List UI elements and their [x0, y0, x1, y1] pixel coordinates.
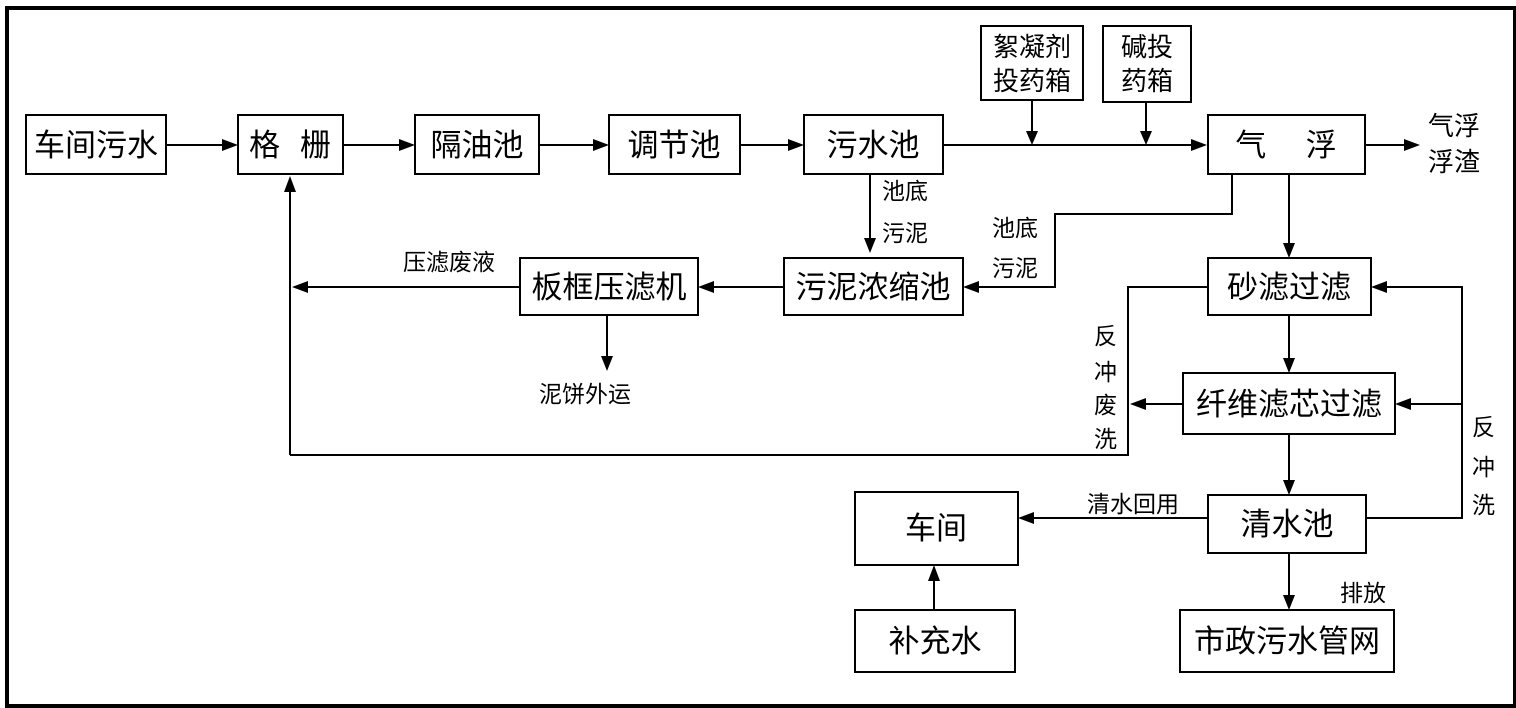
node-sludge-thickener-label: 污泥浓缩池: [796, 270, 951, 306]
node-makeup-water-label: 补充水: [889, 624, 982, 660]
node-filter-press: 板框压滤机: [519, 257, 699, 316]
label-flotation-scum-line1: 气浮: [1428, 112, 1480, 142]
label-bottom-sludge-b-line2: 污泥: [992, 256, 1038, 282]
node-oil-separator-label: 隔油池: [431, 128, 524, 164]
node-workshop-wastewater-label: 车间污水: [34, 128, 158, 164]
label-backwash-3: 洗: [1472, 493, 1495, 519]
label-cake-transport: 泥饼外运: [539, 382, 631, 408]
node-sewage-tank-label: 污水池: [827, 128, 920, 164]
label-bottom-sludge-b-line1: 池底: [992, 216, 1038, 242]
node-sand-filter-label: 砂滤过滤: [1227, 270, 1351, 306]
node-workshop: 车间: [854, 491, 1019, 566]
node-alkali-line1: 碱投: [1121, 33, 1173, 63]
node-sludge-thickener: 污泥浓缩池: [783, 257, 964, 316]
diagram-frame: [5, 6, 1516, 708]
label-bottom-sludge-a-line1: 池底: [882, 179, 928, 205]
node-workshop-wastewater: 车间污水: [25, 114, 167, 175]
node-municipal-sewer-label: 市政污水管网: [1194, 624, 1380, 660]
label-bottom-sludge-a-line2: 污泥: [882, 221, 928, 247]
node-oil-separator: 隔油池: [414, 114, 540, 175]
node-flocculant-dosing-box: 絮凝剂 投药箱: [980, 25, 1084, 101]
node-sewage-tank: 污水池: [803, 114, 944, 175]
node-makeup-water: 补充水: [854, 609, 1016, 673]
label-reuse: 清水回用: [1087, 492, 1179, 518]
node-flocculant-line1: 絮凝剂: [993, 33, 1071, 63]
node-grille-label: 格 栅: [249, 128, 331, 164]
node-air-flotation: 气 浮: [1207, 114, 1366, 175]
node-sand-filter: 砂滤过滤: [1207, 257, 1372, 316]
label-backwash-waste-4: 洗: [1094, 427, 1117, 453]
label-discharge: 排放: [1340, 581, 1386, 607]
node-municipal-sewer: 市政污水管网: [1179, 609, 1395, 673]
node-alkali-dosing-box: 碱投 药箱: [1102, 25, 1192, 103]
node-clear-water-tank-label: 清水池: [1241, 507, 1334, 543]
connectors: [166, 100, 1463, 610]
node-flocculant-line2: 投药箱: [993, 67, 1071, 97]
node-grille: 格 栅: [237, 114, 344, 175]
node-fiber-filter: 纤维滤芯过滤: [1182, 372, 1396, 435]
node-alkali-line2: 药箱: [1121, 67, 1173, 97]
node-regulating-tank-label: 调节池: [628, 128, 721, 164]
label-filtrate: 压滤废液: [403, 250, 495, 276]
node-clear-water-tank: 清水池: [1207, 494, 1367, 554]
label-backwash-1: 反: [1472, 415, 1495, 441]
node-air-flotation-label: 气 浮: [1235, 128, 1336, 164]
label-backwash-2: 冲: [1472, 455, 1495, 481]
label-flotation-scum-line2: 浮渣: [1428, 148, 1480, 178]
node-filter-press-label: 板框压滤机: [532, 270, 687, 306]
node-regulating-tank: 调节池: [608, 114, 741, 175]
label-backwash-waste-2: 冲: [1094, 360, 1117, 386]
node-workshop-label: 车间: [905, 511, 967, 547]
node-fiber-filter-label: 纤维滤芯过滤: [1196, 387, 1382, 423]
arrowheads: [222, 131, 1420, 610]
label-backwash-waste-3: 废: [1094, 393, 1117, 419]
label-backwash-waste-1: 反: [1094, 324, 1117, 350]
